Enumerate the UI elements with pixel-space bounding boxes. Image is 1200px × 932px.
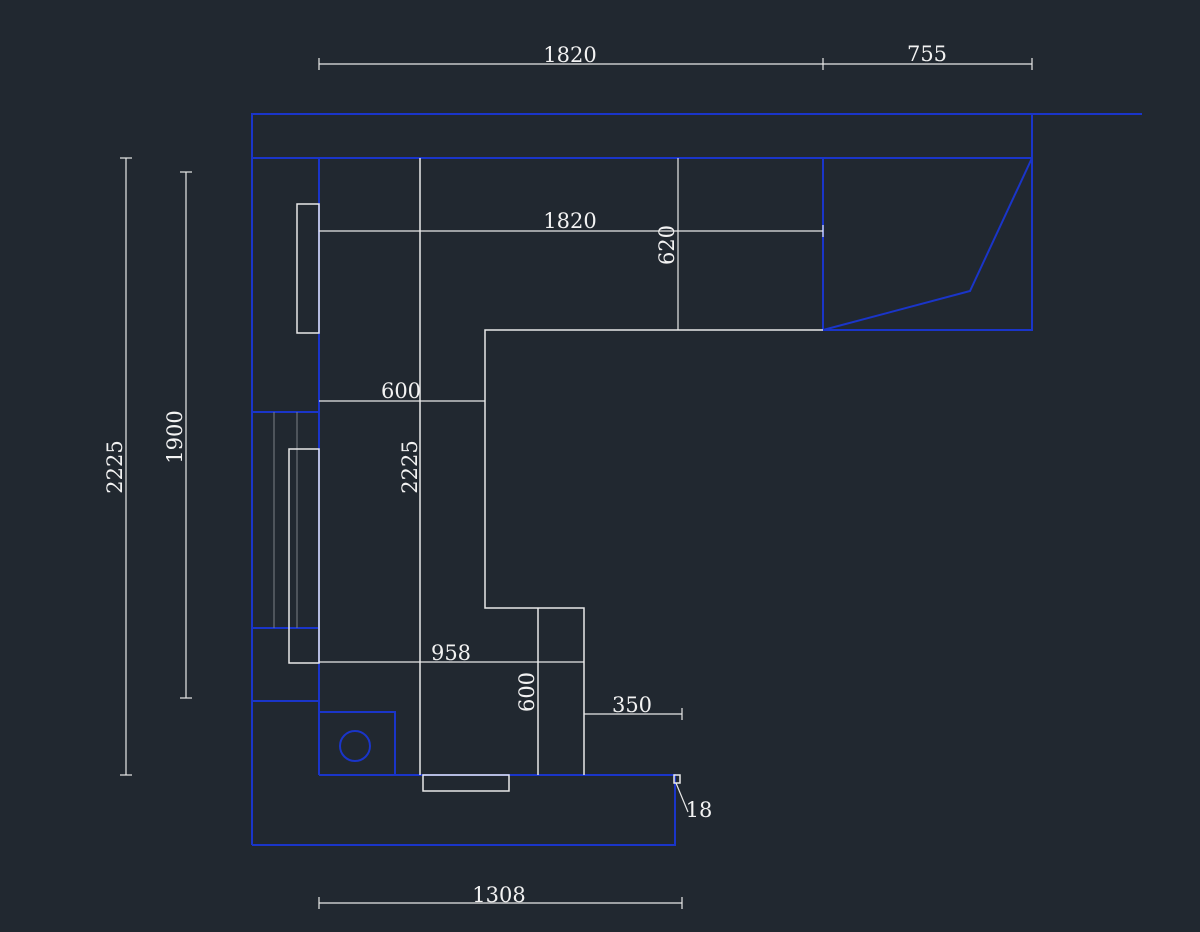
right-corner-unit: [822, 157, 1033, 331]
counter-l-shape: [484, 329, 823, 775]
small-marker: [673, 774, 681, 784]
label-top-total: 1820: [543, 43, 596, 67]
upper-appliance: [296, 203, 320, 334]
label-thickness: 18: [686, 798, 713, 822]
dimension-lines: [120, 58, 1033, 909]
label-wall-height: 1900: [163, 410, 187, 463]
bottom-wall-band: [252, 774, 676, 846]
burner-circle: [339, 730, 371, 762]
label-lower-depth: 600: [515, 672, 539, 712]
label-lower-width: 958: [431, 641, 471, 665]
window-strip: [273, 412, 298, 628]
label-top-right: 755: [907, 42, 947, 66]
counter-outlines: [288, 158, 823, 792]
lower-appliance: [288, 448, 320, 664]
label-inner-depth: 620: [655, 225, 679, 265]
label-inner-top: 1820: [543, 209, 596, 233]
label-side-gap: 350: [612, 693, 652, 717]
dim-leader-thickness: [675, 782, 689, 813]
wall-outlines: [251, 113, 1142, 846]
top-wall-band: [251, 113, 1142, 159]
label-outer-height: 2225: [103, 440, 127, 493]
dimension-labels: 1820 755 1820 620 600 2225 2225 1900 958…: [103, 42, 947, 907]
label-mid-width: 600: [381, 379, 421, 403]
label-bottom-total: 1308: [472, 883, 525, 907]
sink-rect: [422, 774, 510, 792]
stove-box: [319, 711, 396, 775]
right-corner-diagonal: [822, 157, 1033, 331]
label-inner-height: 2225: [398, 440, 422, 493]
